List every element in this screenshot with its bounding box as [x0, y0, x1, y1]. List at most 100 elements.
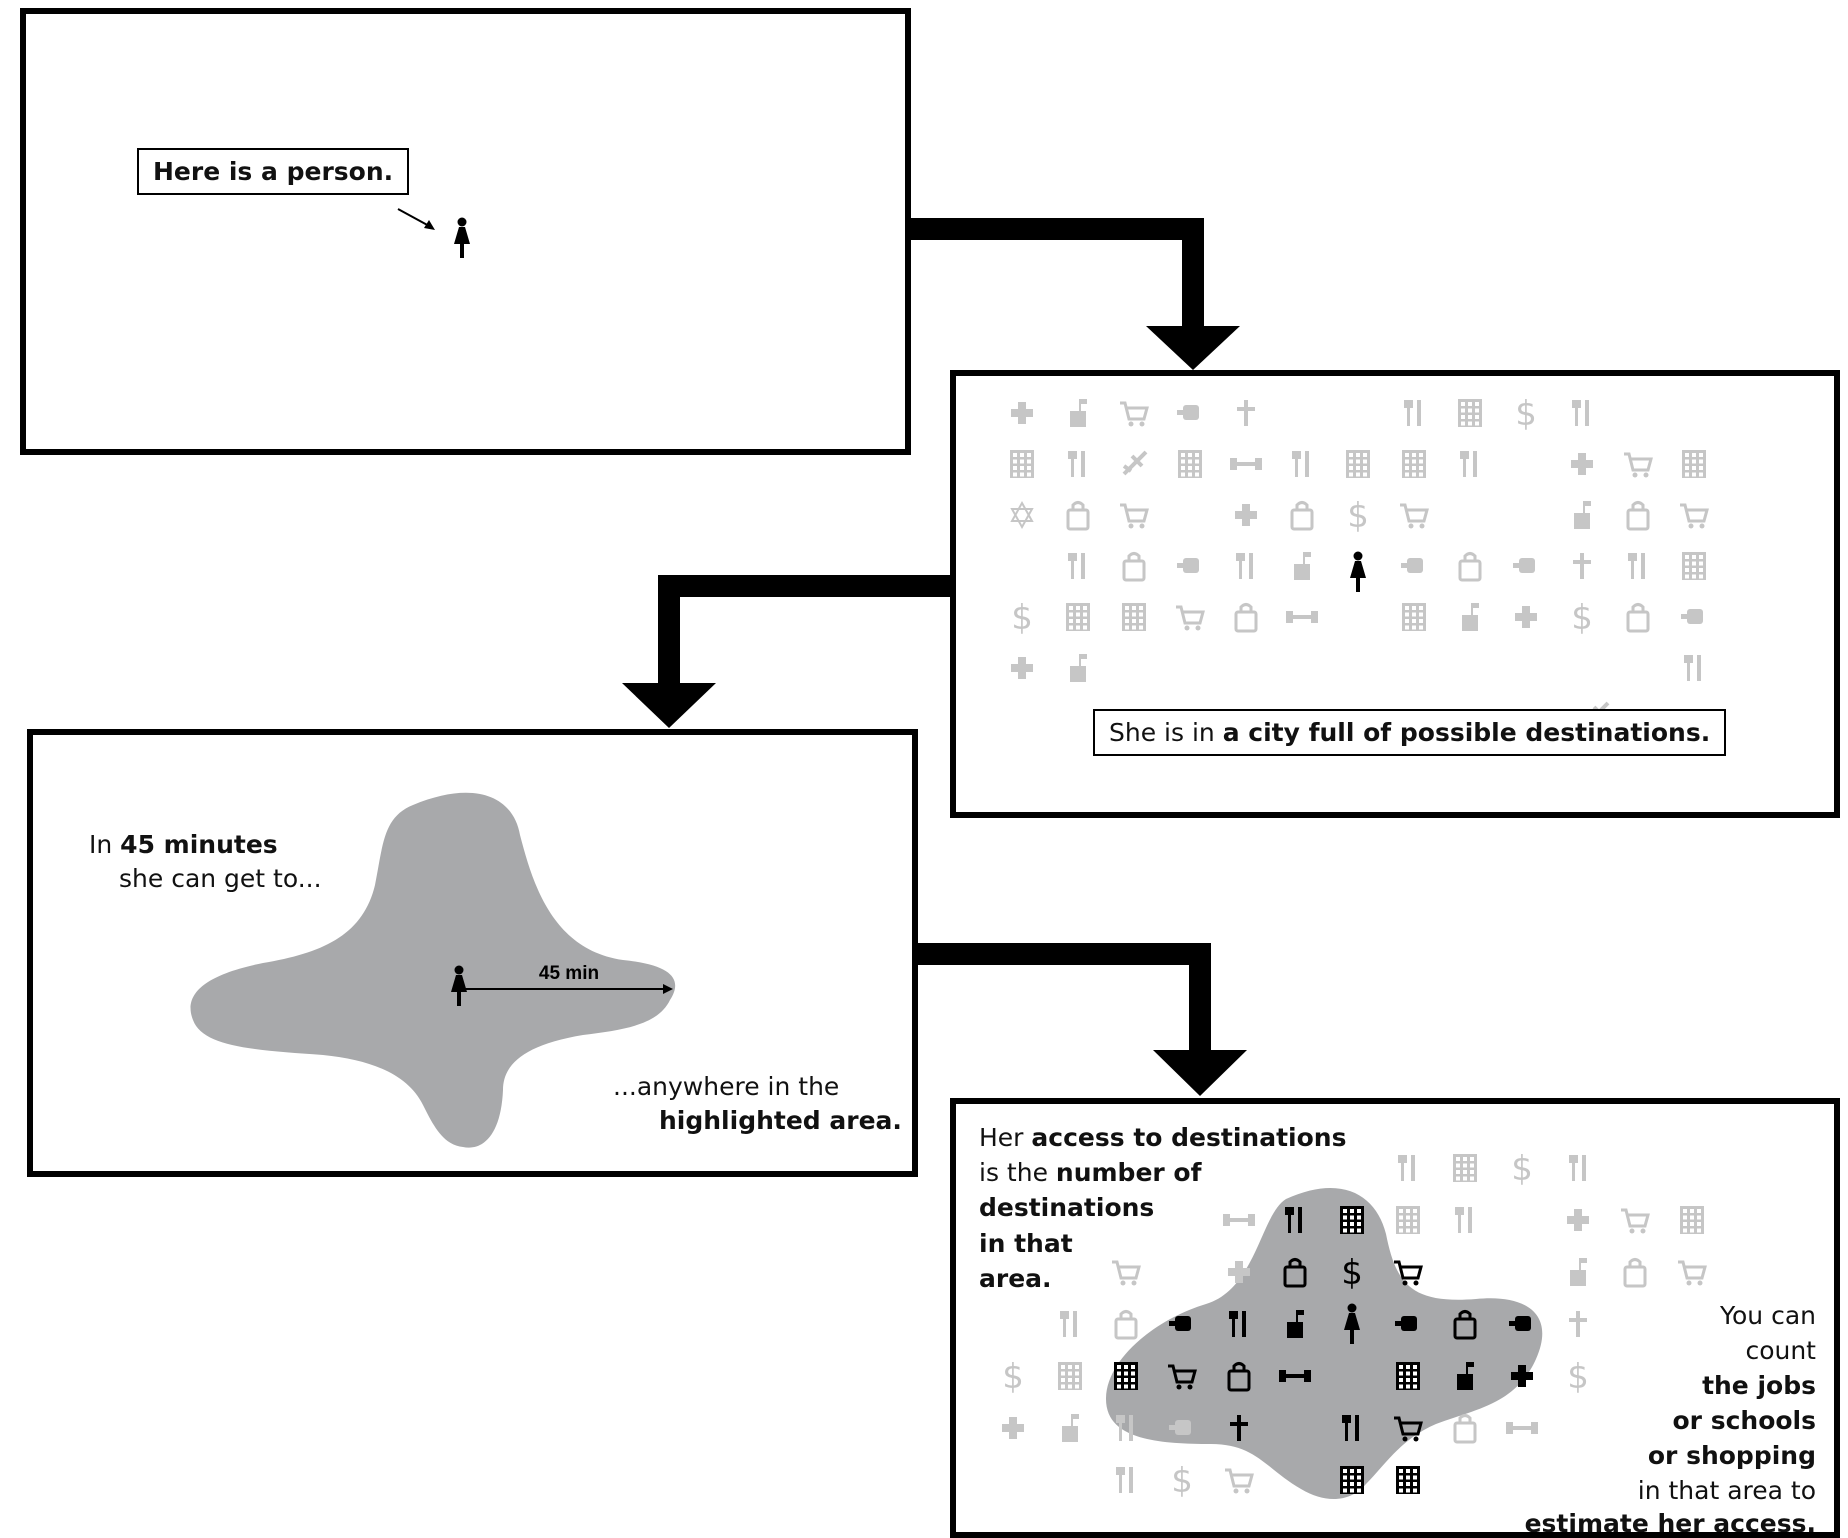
cup-icon [1509, 1316, 1531, 1331]
dumbbell-icon [1286, 611, 1318, 623]
dollar-icon: $ [1341, 1253, 1363, 1293]
school-icon [1287, 1310, 1304, 1338]
access-line-4: in that [979, 1229, 1073, 1258]
caption-here-is-a-person: Here is a person. [137, 148, 410, 195]
arrow-3-head [1153, 1050, 1247, 1096]
bag-icon [1114, 1310, 1138, 1340]
svg-text:$: $ [1515, 394, 1537, 434]
arrow-3-vertical [1189, 943, 1211, 1054]
school-icon [1574, 501, 1591, 529]
anywhere-in-the-text: ...anywhere in the [613, 1072, 840, 1101]
count-line-2: count [1745, 1336, 1816, 1365]
cup-icon [1401, 558, 1423, 573]
building-icon [1010, 450, 1034, 478]
access-line-5: area. [979, 1264, 1052, 1293]
fork-icon [1460, 451, 1477, 477]
bag-icon [1626, 603, 1650, 633]
christ-icon [1569, 1311, 1587, 1337]
fork-icon [1116, 1415, 1133, 1441]
building-icon [1402, 450, 1426, 478]
fork-icon [1236, 553, 1253, 579]
cross-icon [1002, 1417, 1024, 1439]
cart-icon [1394, 1416, 1423, 1442]
cart-icon [1624, 452, 1653, 478]
bag-icon [1453, 1310, 1477, 1340]
fork-icon [1116, 1467, 1133, 1493]
cup-icon [1395, 1316, 1417, 1331]
bag-icon [1290, 501, 1314, 531]
dumbbell-icon [1506, 1422, 1538, 1434]
arrow-1-vertical [1182, 218, 1204, 330]
christ-icon [1237, 400, 1255, 426]
she-can-get-to-text: she can get to... [119, 864, 322, 893]
school-icon [1062, 1414, 1079, 1442]
building-icon [1346, 450, 1370, 478]
school-icon [1457, 1362, 1474, 1390]
access-line-2: is the number of [979, 1158, 1202, 1187]
count-line-3: the jobs [1702, 1371, 1816, 1400]
fork-icon [1398, 1155, 1415, 1181]
building-icon [1396, 1206, 1420, 1234]
dollar-icon: $ [1571, 598, 1593, 638]
dumbbell-icon [1223, 1214, 1255, 1226]
pointer-arrow-head [424, 220, 435, 230]
fork-icon [1068, 553, 1085, 579]
fork-icon [1684, 655, 1701, 681]
school-icon [1070, 399, 1087, 427]
count-line-7: estimate her access. [1524, 1509, 1816, 1538]
arrow-2-horizontal [658, 575, 953, 597]
destination-icon-grid: $ $ $ $ [1010, 394, 1709, 727]
access-line-3: destinations [979, 1193, 1155, 1222]
arrow-1-horizontal [908, 218, 1204, 240]
fork-icon [1455, 1207, 1472, 1233]
dollar-icon: $ [1171, 1461, 1193, 1501]
count-line-4: or schools [1672, 1406, 1816, 1435]
access-line-1: Her access to destinations [979, 1123, 1347, 1152]
svg-text:$: $ [1347, 496, 1369, 536]
in-45-minutes-text: In 45 minutes [89, 830, 278, 859]
fork-icon [1628, 553, 1645, 579]
building-icon [1458, 399, 1482, 427]
dollar-icon: $ [1511, 1149, 1533, 1189]
bag-icon [1066, 501, 1090, 531]
plane-icon [1122, 450, 1148, 476]
building-icon [1682, 450, 1706, 478]
bag-icon [1234, 603, 1258, 633]
cross-icon [1235, 504, 1257, 526]
cart-icon [1400, 503, 1429, 529]
cart-icon [1225, 1468, 1254, 1494]
cup-icon [1513, 558, 1535, 573]
person-icon [1350, 551, 1366, 592]
panel1-graphics [397, 208, 470, 258]
fork-icon [1060, 1311, 1077, 1337]
bag-icon [1227, 1362, 1251, 1392]
cross-icon [1011, 657, 1033, 679]
fork-icon [1068, 451, 1085, 477]
dollar-icon: $ [1002, 1357, 1024, 1397]
radius-arrow-head [663, 984, 673, 994]
person-icon [451, 965, 467, 1006]
building-icon [1680, 1206, 1704, 1234]
cross-icon [1511, 1365, 1533, 1387]
building-icon [1453, 1154, 1477, 1182]
cart-icon [1680, 503, 1709, 529]
building-icon [1396, 1362, 1420, 1390]
cart-icon [1176, 605, 1205, 631]
building-icon [1682, 552, 1706, 580]
cross-icon [1567, 1209, 1589, 1231]
dollar-icon: $ [1515, 394, 1537, 434]
fork-icon [1342, 1415, 1359, 1441]
arrow-2-vertical [658, 575, 680, 687]
bag-icon [1623, 1258, 1647, 1288]
bag-icon [1122, 552, 1146, 582]
building-icon [1122, 603, 1146, 631]
bag-icon [1283, 1258, 1307, 1288]
person-icon [454, 217, 470, 258]
radius-label: 45 min [539, 963, 599, 984]
svg-text:$: $ [1511, 1149, 1533, 1189]
svg-text:$: $ [1011, 598, 1033, 638]
count-line-6: in that area to [1637, 1476, 1816, 1505]
svg-text:$: $ [1571, 598, 1593, 638]
bag-icon [1453, 1414, 1477, 1444]
fork-icon [1572, 400, 1589, 426]
